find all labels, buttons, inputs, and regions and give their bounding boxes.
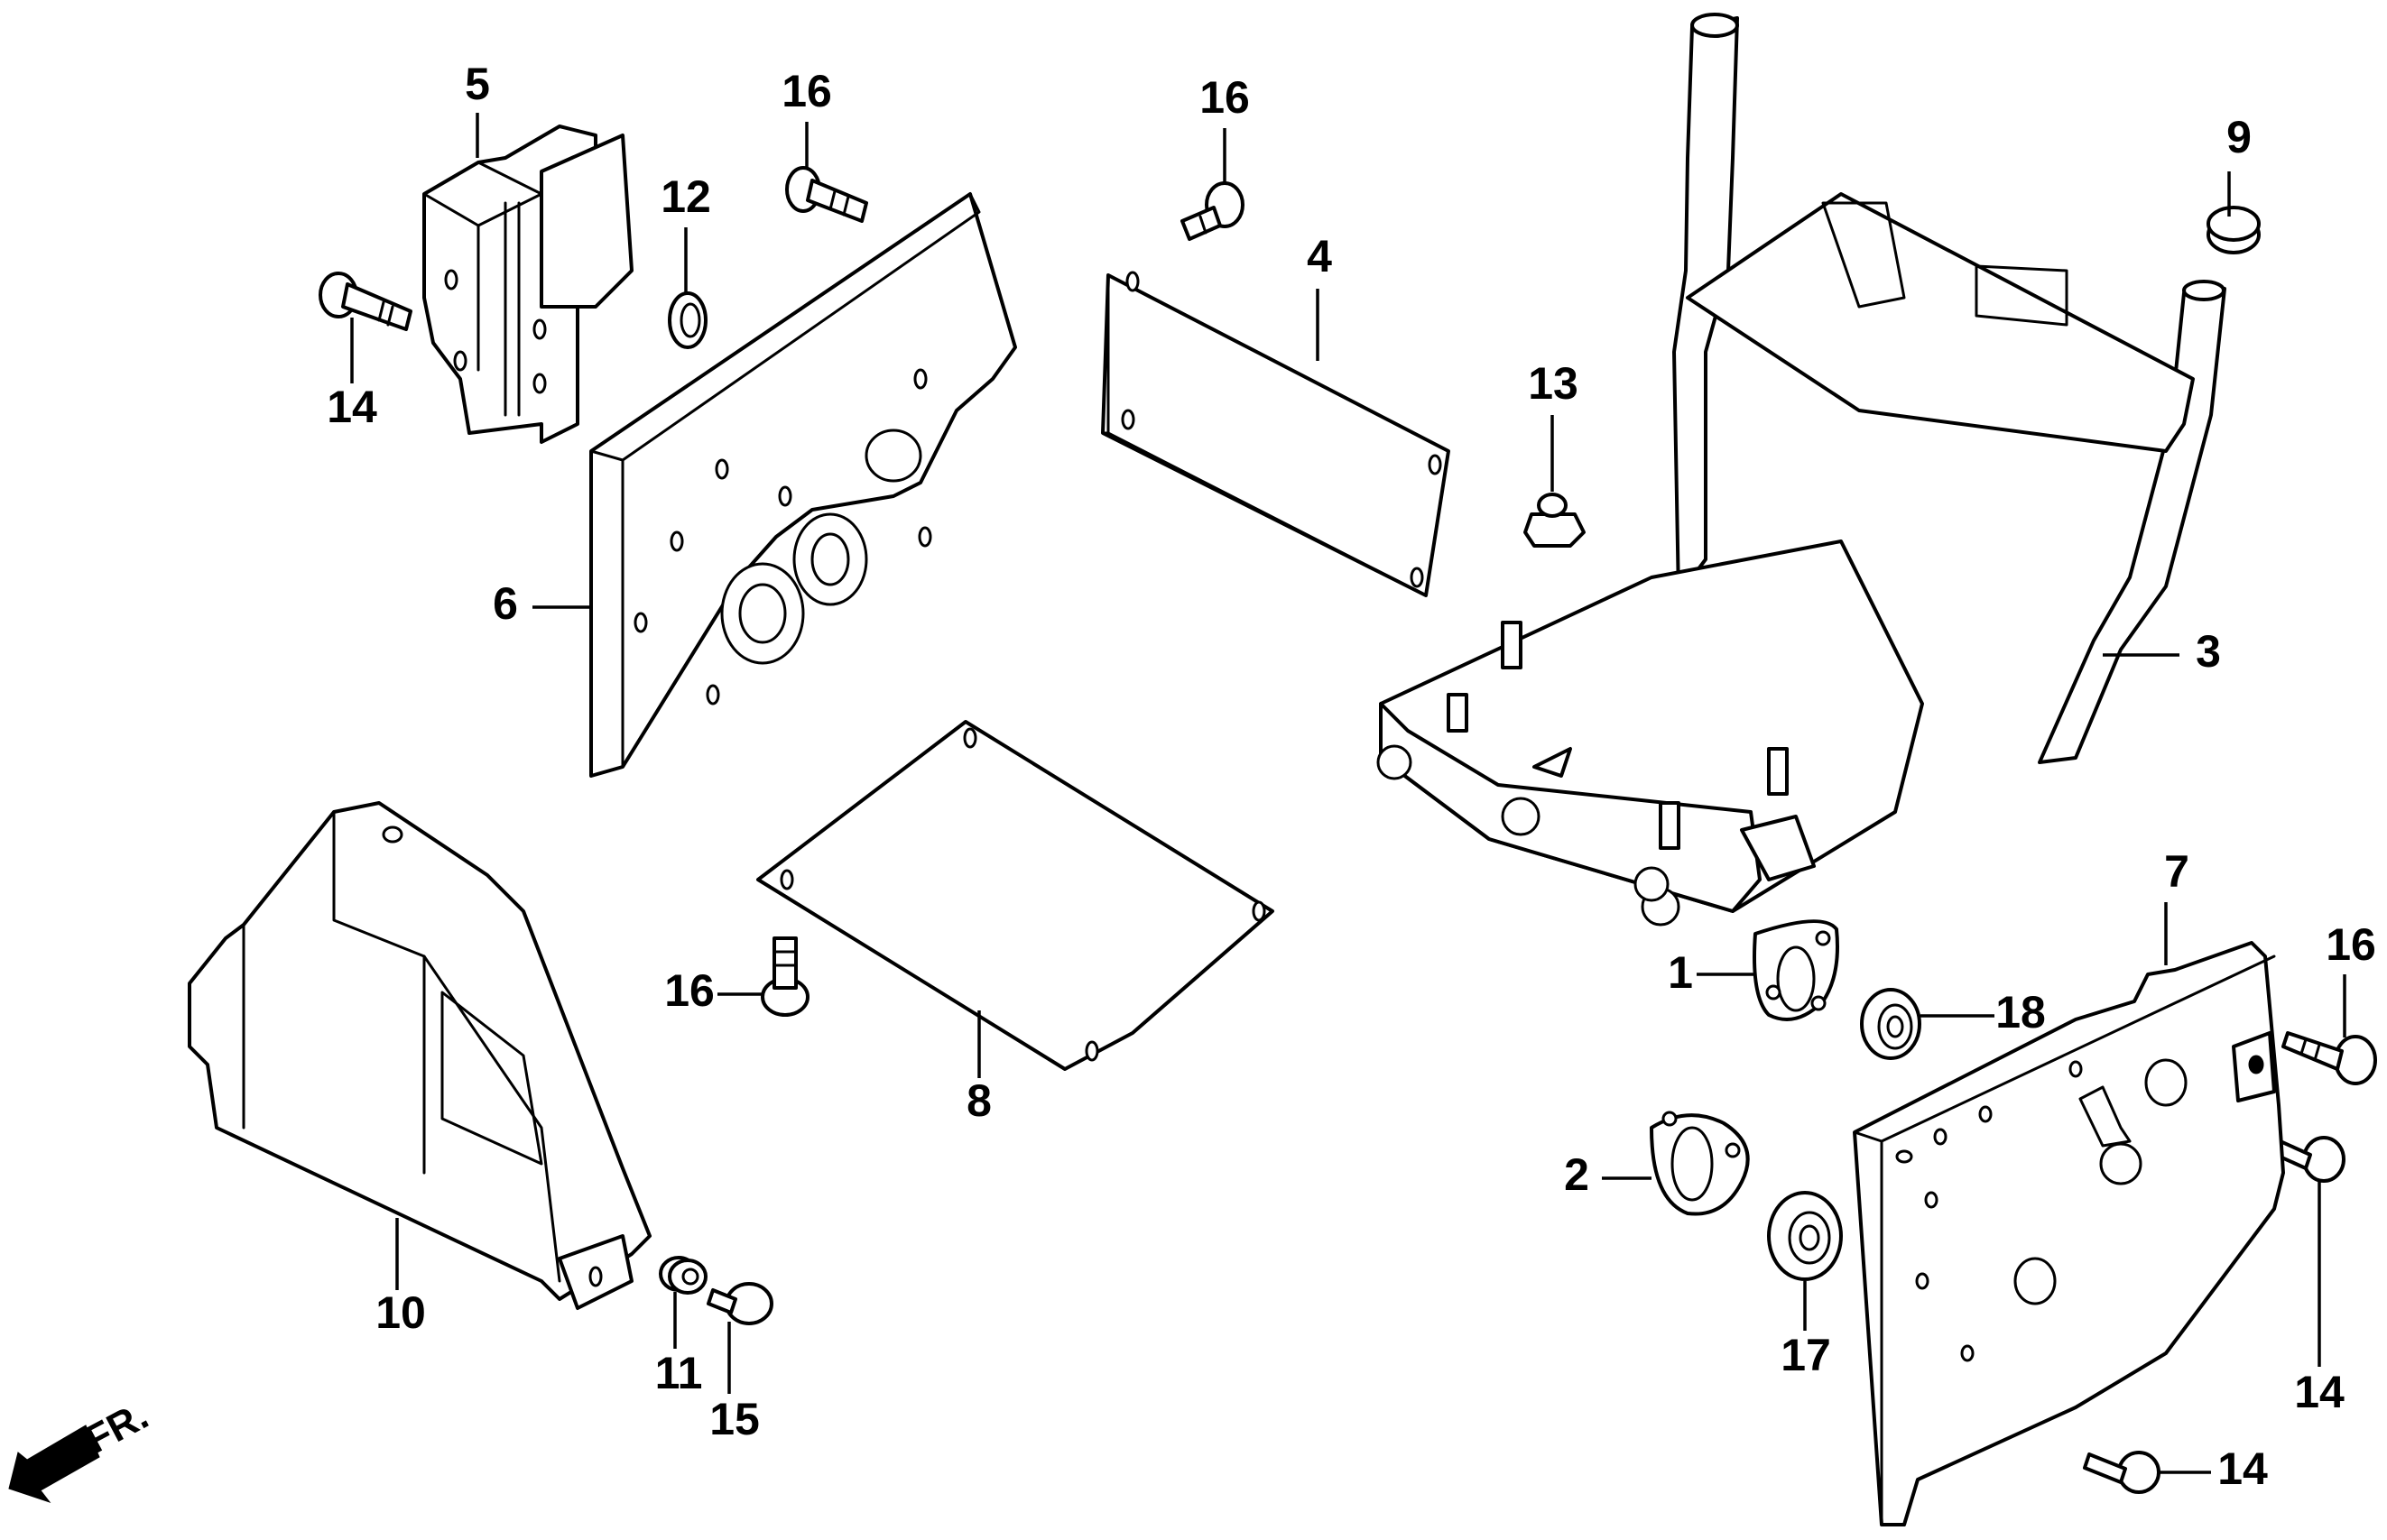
callout-16[interactable]: 16	[782, 66, 832, 116]
callout-13[interactable]: 13	[1528, 358, 1578, 409]
part-14c-flange-bolt[interactable]	[2083, 1451, 2160, 1494]
part-3-frame[interactable]	[1376, 13, 2226, 927]
part-5-bracket[interactable]	[422, 124, 634, 444]
callout-16[interactable]: 16	[2326, 919, 2376, 970]
callout-11[interactable]: 11	[655, 1348, 703, 1398]
part-18-bearing[interactable]	[1860, 988, 1921, 1060]
callout-17[interactable]: 17	[1781, 1330, 1831, 1380]
callout-10[interactable]: 10	[375, 1287, 426, 1338]
callout-14[interactable]: 14	[2217, 1443, 2268, 1494]
callout-1[interactable]: 1	[1668, 947, 1693, 998]
part-16b-flange-bolt[interactable]	[1180, 181, 1244, 241]
callout-8[interactable]: 8	[967, 1075, 992, 1126]
callout-7[interactable]: 7	[2164, 846, 2189, 897]
part-2-bearing-holder[interactable]	[1650, 1111, 1750, 1216]
part-10-belt-cover[interactable]	[188, 801, 652, 1310]
part-8-bottom-plate[interactable]	[756, 720, 1274, 1071]
part-17-bearing[interactable]	[1767, 1191, 1843, 1281]
part-9-cap[interactable]	[2207, 206, 2261, 254]
leader-lines	[350, 113, 2346, 1474]
callout-6[interactable]: 6	[493, 578, 518, 629]
part-16a-flange-bolt[interactable]	[785, 166, 868, 223]
part-11-collar[interactable]	[659, 1256, 708, 1295]
part-13-nut[interactable]	[1523, 493, 1586, 548]
part-12-nut[interactable]	[668, 291, 708, 349]
callout-15[interactable]: 15	[709, 1394, 760, 1444]
callout-5[interactable]: 5	[465, 59, 490, 109]
front-direction-arrow-icon	[8, 1425, 100, 1503]
callout-9[interactable]: 9	[2226, 112, 2252, 162]
callout-2[interactable]: 2	[1564, 1149, 1589, 1200]
callout-12[interactable]: 12	[661, 171, 711, 222]
part-6-side-plate[interactable]	[589, 192, 1017, 778]
part-16c-flange-bolt[interactable]	[761, 936, 810, 1017]
part-15-bolt[interactable]	[707, 1282, 773, 1325]
part-16d-flange-bolt[interactable]	[2281, 1031, 2377, 1085]
part-1-bearing-holder[interactable]	[1753, 919, 1839, 1021]
part-14a-flange-bolt[interactable]	[319, 272, 412, 331]
callout-16[interactable]: 16	[664, 965, 715, 1016]
part-7-side-plate[interactable]	[1853, 941, 2285, 1526]
callout-16[interactable]: 16	[1199, 72, 1250, 123]
part-4-cover-plate[interactable]	[1101, 271, 1450, 597]
callout-labels: 5 16 12 14 16 4 13 9 3 6 16 8 10 11 15 1…	[327, 59, 2376, 1494]
callout-14[interactable]: 14	[2294, 1367, 2345, 1417]
front-direction-indicator: FR.	[8, 1393, 155, 1503]
callout-14[interactable]: 14	[327, 382, 377, 432]
callout-18[interactable]: 18	[1995, 987, 2046, 1037]
callout-3[interactable]: 3	[2196, 626, 2221, 677]
callout-4[interactable]: 4	[1307, 231, 1332, 281]
